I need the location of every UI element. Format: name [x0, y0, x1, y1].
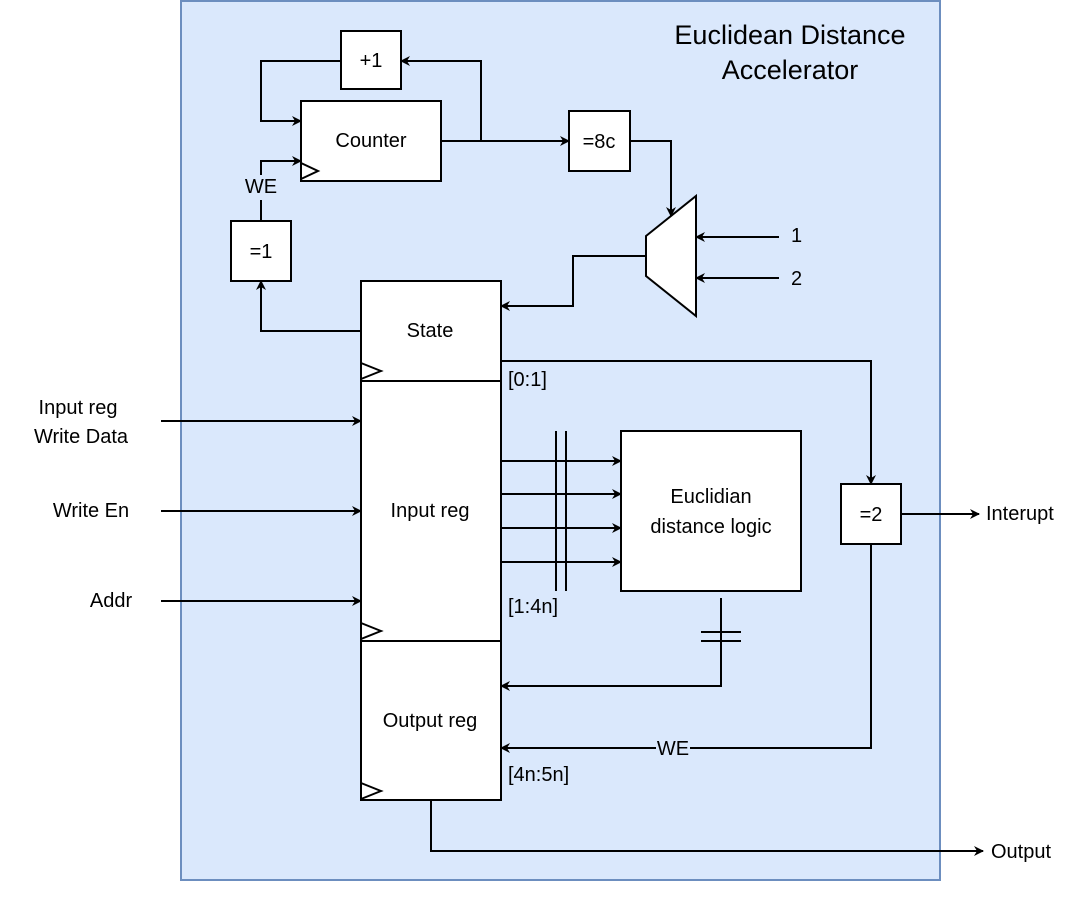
counter-label: Counter	[335, 130, 406, 152]
logic-label-line1: Euclidian	[670, 486, 751, 508]
output-reg-to-output-wire	[430, 800, 984, 856]
mux-to-state-wire	[500, 255, 646, 311]
eq-2-block: =2	[840, 483, 902, 545]
interrupt-label: Interupt	[986, 503, 1054, 525]
mux-block	[645, 193, 697, 319]
output-range-label: [4n:5n]	[508, 764, 569, 786]
output-reg-label: Output reg	[383, 710, 478, 732]
eq-8c-label: =8c	[583, 131, 616, 153]
eq-8c-to-mux-wire	[630, 140, 676, 217]
counter-block: Counter	[300, 100, 442, 182]
write-data-label-line1: Input reg	[39, 397, 118, 419]
addr-label: Addr	[90, 590, 133, 612]
eq-1-label: =1	[250, 241, 273, 263]
eq-2-label: =2	[860, 504, 883, 526]
eq-1-block: =1	[230, 220, 292, 282]
write-data-label-line2: Write Data	[34, 426, 129, 448]
plus-one-to-counter-wire	[260, 60, 341, 126]
state-register: State	[360, 280, 502, 382]
input-reg-label: Input reg	[391, 500, 470, 522]
euclidian-logic-block: Euclidian distance logic	[620, 430, 802, 592]
state-to-eq-1-wire	[256, 280, 361, 332]
logic-label-line2: distance logic	[650, 516, 771, 538]
output-reg-clock-triangle	[360, 782, 384, 800]
logic-to-output-reg-wire	[500, 598, 722, 691]
state-range-label: [0:1]	[508, 369, 547, 391]
state-label: State	[407, 320, 454, 342]
container-title-line1: Euclidean Distance	[674, 20, 905, 50]
mux-input-2-label: 2	[791, 268, 802, 290]
plus-one-block: +1	[340, 30, 402, 90]
counter-clock-triangle	[300, 162, 321, 180]
mux-input-1-label: 1	[791, 225, 802, 247]
state-to-eq-2-wire	[501, 360, 876, 485]
counter-we-label: WE	[245, 176, 277, 198]
output-label: Output	[991, 841, 1051, 863]
container-title-line2: Accelerator	[722, 55, 859, 85]
write-en-label: Write En	[53, 500, 129, 522]
eq-8c-block: =8c	[568, 110, 631, 172]
state-clock-triangle	[360, 362, 384, 380]
input-register: Input reg	[360, 380, 502, 642]
plus-one-label: +1	[360, 50, 383, 72]
output-register: Output reg	[360, 640, 502, 801]
output-we-label: WE	[657, 738, 689, 760]
input-range-label: [1:4n]	[508, 596, 558, 618]
eq-2-we-wire-a	[690, 544, 872, 749]
input-reg-clock-triangle	[360, 622, 384, 640]
we-to-counter-wire	[260, 156, 302, 175]
